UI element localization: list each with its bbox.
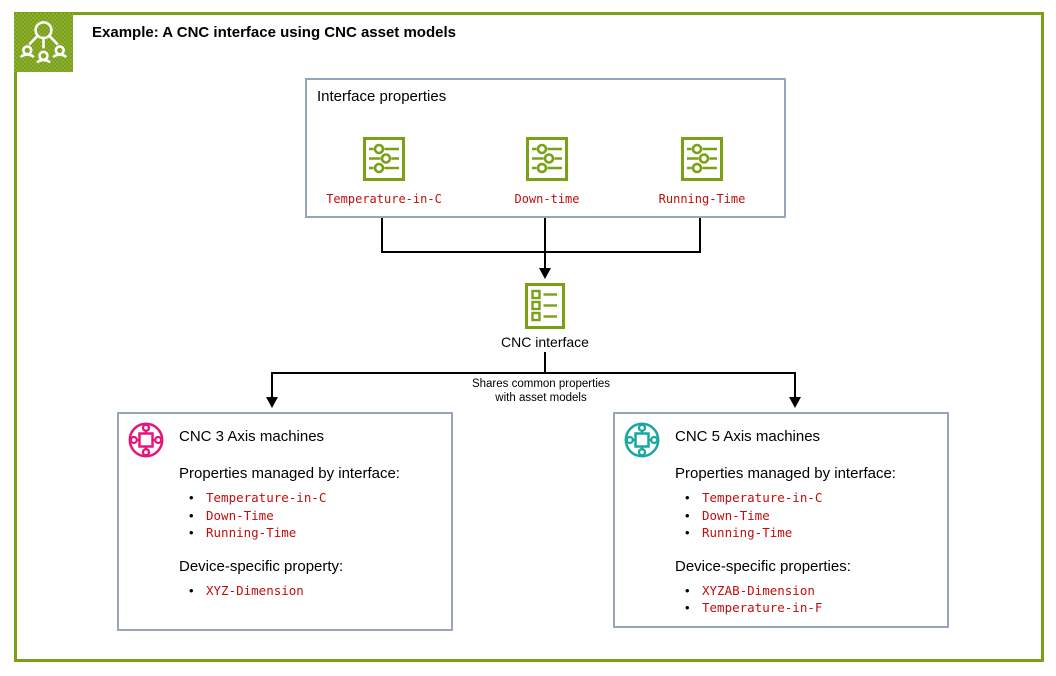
managed-properties-list: Temperature-in-C Down-Time Running-Time bbox=[187, 489, 447, 542]
property-label: Temperature-in-C bbox=[326, 192, 442, 206]
specific-properties-heading: Device-specific property: bbox=[179, 557, 344, 575]
interface-list-icon bbox=[525, 283, 565, 334]
managed-properties-heading: Properties managed by interface: bbox=[179, 465, 400, 482]
cnc-3-axis-content: CNC 3 Axis machines Properties managed b… bbox=[179, 414, 447, 599]
interface-properties-box: Interface properties Temperature-in-C Do… bbox=[305, 78, 786, 218]
machine-node-icon bbox=[623, 421, 661, 464]
property-label: Down-time bbox=[514, 192, 580, 206]
model-box-title: CNC 5 Axis machines bbox=[675, 428, 821, 445]
managed-property-item: Down-Time bbox=[683, 507, 943, 525]
interface-properties-title: Interface properties bbox=[317, 88, 447, 105]
property-sliders-icon bbox=[363, 137, 405, 181]
model-box-title: CNC 3 Axis machines bbox=[179, 428, 325, 445]
cnc-3-axis-box: CNC 3 Axis machines Properties managed b… bbox=[117, 412, 453, 631]
managed-property-item: Running-Time bbox=[187, 524, 447, 542]
cnc-interface-label: CNC interface bbox=[501, 334, 589, 350]
arrow-annotation-line1: Shares common properties bbox=[471, 378, 611, 390]
asset-model-icon bbox=[14, 13, 73, 72]
arrow-annotation: Shares common properties with asset mode… bbox=[441, 378, 641, 405]
managed-properties-heading: Properties managed by interface: bbox=[675, 465, 896, 482]
cnc-5-axis-box: CNC 5 Axis machines Properties managed b… bbox=[613, 412, 949, 628]
managed-properties-list: Temperature-in-C Down-Time Running-Time bbox=[683, 489, 943, 542]
managed-property-item: Running-Time bbox=[683, 524, 943, 542]
arrow-annotation-line2: with asset models bbox=[495, 391, 587, 404]
specific-properties-list: XYZAB-Dimension Temperature-in-F bbox=[683, 582, 943, 617]
outer-frame bbox=[14, 12, 1044, 662]
property-sliders-icon bbox=[681, 137, 723, 181]
interface-property-temperature: Temperature-in-C bbox=[309, 137, 459, 206]
interface-property-runningtime: Running-Time bbox=[627, 137, 777, 206]
managed-property-item: Temperature-in-C bbox=[683, 489, 943, 507]
machine-node-icon bbox=[127, 421, 165, 464]
specific-properties-list: XYZ-Dimension bbox=[187, 582, 447, 600]
managed-property-item: Down-Time bbox=[187, 507, 447, 525]
specific-properties-heading: Device-specific properties: bbox=[675, 557, 851, 575]
cnc-5-axis-content: CNC 5 Axis machines Properties managed b… bbox=[675, 414, 943, 617]
diagram-title: Example: A CNC interface using CNC asset… bbox=[92, 24, 456, 41]
specific-property-item: XYZ-Dimension bbox=[187, 582, 447, 600]
property-sliders-icon bbox=[526, 137, 568, 181]
property-label: Running-Time bbox=[658, 192, 746, 206]
specific-property-item: XYZAB-Dimension bbox=[683, 582, 943, 600]
interface-property-downtime: Down-time bbox=[472, 137, 622, 206]
managed-property-item: Temperature-in-C bbox=[187, 489, 447, 507]
specific-property-item: Temperature-in-F bbox=[683, 599, 943, 617]
